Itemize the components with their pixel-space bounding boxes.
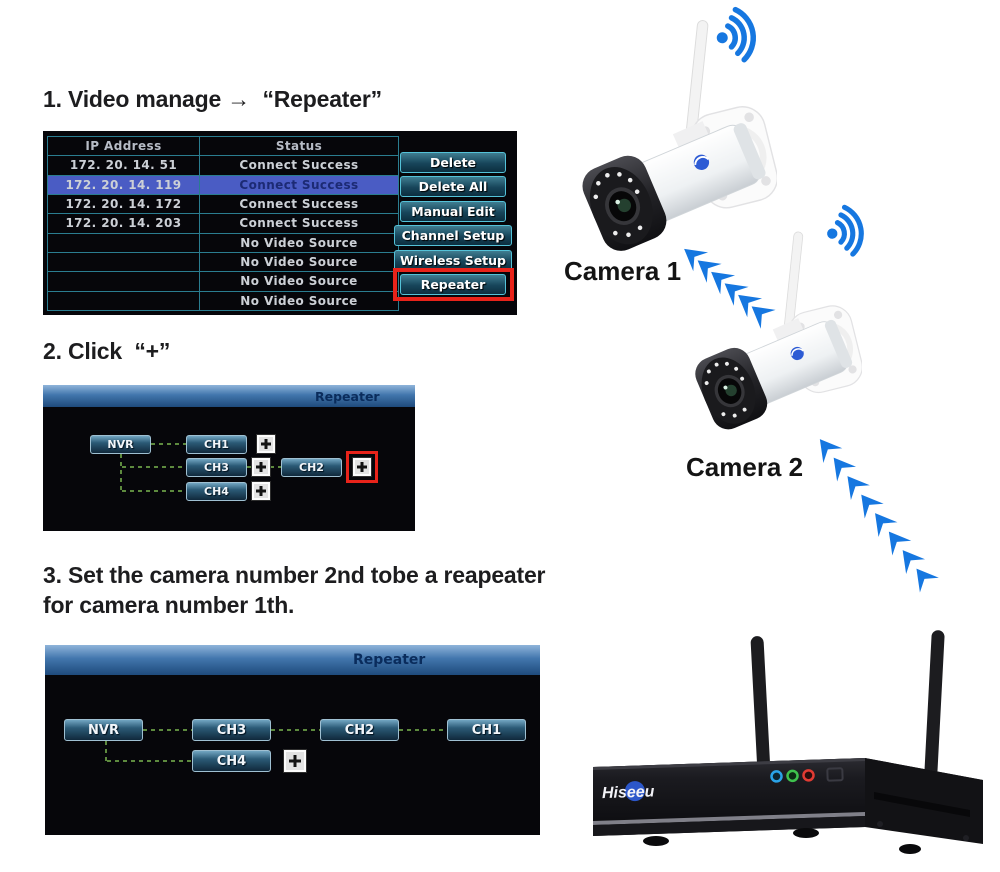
- status-cell: No Video Source: [240, 255, 358, 270]
- ip-cell: 172. 20. 14. 172: [48, 194, 200, 214]
- column-header-ip: IP Address: [48, 137, 200, 156]
- status-cell: Connect Success: [239, 197, 359, 212]
- node-ch3[interactable]: CH3: [186, 458, 247, 477]
- wireless-setup-button[interactable]: Wireless Setup: [394, 250, 512, 271]
- ip-cell: [48, 291, 200, 310]
- connector-dashed-line: [143, 729, 192, 731]
- status-cell: Connect Success: [239, 177, 359, 192]
- connector-dashed-line: [122, 466, 186, 468]
- step3-heading-line2: for camera number 1th.: [43, 592, 295, 618]
- node-ch3[interactable]: CH3: [192, 719, 271, 741]
- node-ch1[interactable]: CH1: [186, 435, 247, 454]
- table-row[interactable]: No Video Source: [48, 252, 398, 273]
- nvr-device-image: Hiseeu: [593, 630, 983, 854]
- table-row[interactable]: 172. 20. 14. 172 Connect Success: [48, 194, 398, 215]
- ip-cell: [48, 252, 200, 272]
- delete-button[interactable]: Delete: [400, 152, 506, 173]
- led-red: [802, 769, 815, 782]
- plus-button-ch4[interactable]: [252, 482, 270, 500]
- ip-cell: 172. 20. 14. 203: [48, 214, 200, 233]
- connector-dashed-line: [122, 490, 186, 492]
- camera-2-label: Camera 2: [686, 452, 804, 482]
- connector-dashed-line: [271, 729, 320, 731]
- connector-dashed-line: [105, 741, 107, 761]
- table-row[interactable]: 172. 20. 14. 51 Connect Success: [48, 156, 398, 176]
- step2-heading: 2. Click “+”: [43, 338, 171, 364]
- node-nvr[interactable]: NVR: [90, 435, 151, 454]
- step3-heading-line1: 3. Set the camera number 2nd tobe a reap…: [43, 562, 546, 588]
- wifi-icon: [716, 6, 756, 63]
- plus-button-ch2[interactable]: [353, 458, 371, 476]
- table-row-selected[interactable]: 172. 20. 14. 119 Connect Success: [48, 175, 398, 195]
- plus-button-ch1[interactable]: [257, 435, 275, 453]
- table-row[interactable]: No Video Source: [48, 272, 398, 292]
- channel-setup-button[interactable]: Channel Setup: [394, 225, 512, 246]
- camera-1-label: Camera 1: [564, 256, 682, 286]
- connector-dashed-line: [107, 760, 192, 762]
- step1-heading: 1. Video manage → “Repeater”: [43, 86, 382, 112]
- ip-cell: [48, 233, 200, 252]
- repeater-highlight-box: [393, 268, 514, 301]
- delete-all-button[interactable]: Delete All: [400, 176, 506, 197]
- plus-button-ch4[interactable]: [284, 750, 306, 772]
- wifi-icon: [827, 204, 864, 257]
- status-cell: No Video Source: [240, 274, 358, 289]
- window-title: Repeater: [353, 652, 426, 668]
- connector-dashed-line: [151, 443, 186, 445]
- status-cell: No Video Source: [240, 293, 358, 308]
- connector-dashed-line: [247, 466, 253, 468]
- window-titlebar: Repeater: [43, 385, 415, 407]
- repeater-button[interactable]: Repeater: [400, 274, 506, 295]
- column-header-status: Status: [275, 139, 323, 154]
- node-ch2[interactable]: CH2: [281, 458, 342, 477]
- table-header-row: IP Address Status: [48, 137, 398, 157]
- device-table: IP Address Status 172. 20. 14. 51 Connec…: [47, 136, 399, 311]
- ip-cell: 172. 20. 14. 51: [48, 156, 200, 175]
- table-row[interactable]: 172. 20. 14. 203 Connect Success: [48, 214, 398, 234]
- repeater-window-step2: Repeater NVR CH1 CH3 CH2 CH4: [43, 385, 415, 531]
- table-row[interactable]: No Video Source: [48, 291, 398, 310]
- status-cell: No Video Source: [240, 235, 358, 250]
- plus-button-ch3[interactable]: [252, 458, 270, 476]
- node-ch4[interactable]: CH4: [186, 482, 247, 501]
- table-row[interactable]: No Video Source: [48, 233, 398, 253]
- window-title: Repeater: [315, 389, 380, 404]
- repeater-window-step3: Repeater NVR CH3 CH2 CH1 CH4: [45, 645, 540, 835]
- node-ch4[interactable]: CH4: [192, 750, 271, 772]
- status-cell: Connect Success: [239, 158, 359, 173]
- status-cell: Connect Success: [239, 216, 359, 231]
- node-nvr[interactable]: NVR: [64, 719, 143, 741]
- video-manage-window: IP Address Status 172. 20. 14. 51 Connec…: [43, 131, 517, 315]
- wireless-signal-trail: [812, 434, 939, 593]
- node-ch1[interactable]: CH1: [447, 719, 526, 741]
- node-ch2[interactable]: CH2: [320, 719, 399, 741]
- ip-cell: [48, 272, 200, 291]
- window-titlebar: Repeater: [45, 645, 540, 675]
- step3-heading: 3. Set the camera number 2nd tobe a reap…: [43, 560, 546, 620]
- connector-dashed-line: [120, 454, 122, 492]
- connector-dashed-line: [270, 466, 281, 468]
- ip-cell: 172. 20. 14. 119: [48, 175, 200, 194]
- nvr-brand-logo: Hiseeu: [602, 783, 655, 802]
- manual-edit-button[interactable]: Manual Edit: [400, 201, 506, 222]
- camera-1-image: [567, 16, 777, 255]
- led-blue: [770, 770, 783, 783]
- ir-window: [826, 767, 844, 782]
- camera-2-image: [682, 228, 862, 433]
- led-green: [786, 769, 799, 783]
- connector-dashed-line: [399, 729, 447, 731]
- plus-highlight-box: [346, 451, 378, 483]
